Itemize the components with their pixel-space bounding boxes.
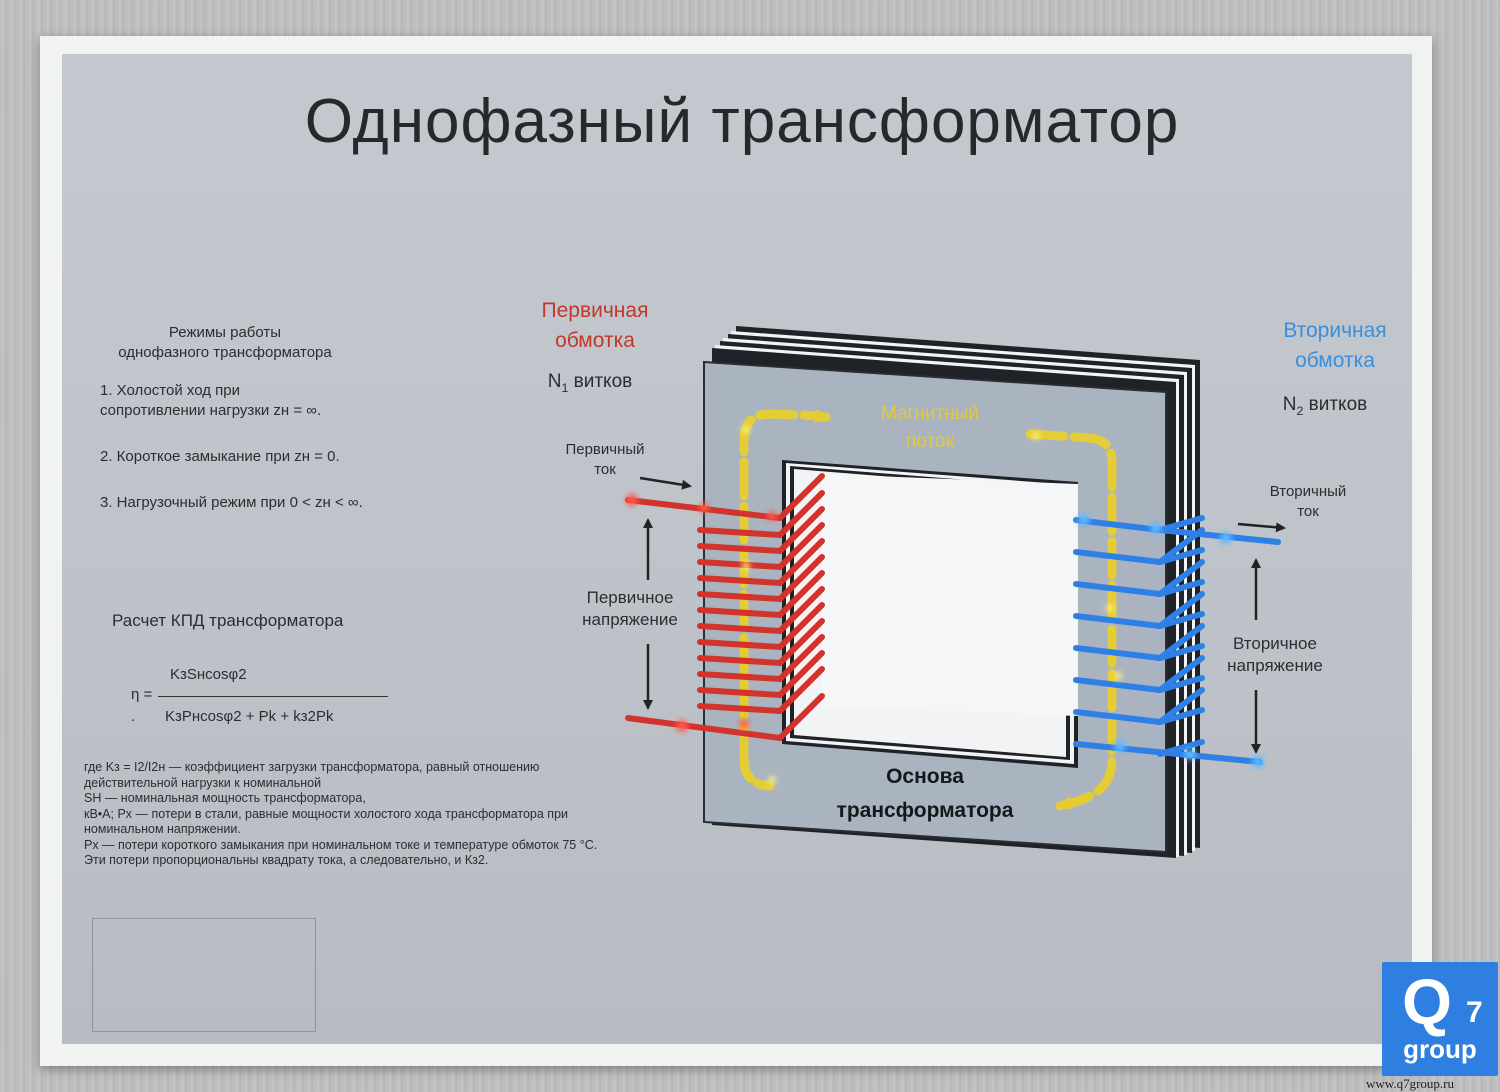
core-window <box>782 460 1078 768</box>
note-line: номинальном напряжении. <box>84 822 241 836</box>
magnetic-flux-label: Магнитный поток <box>880 403 980 452</box>
magnetic-flux-path <box>739 409 1117 811</box>
modes-heading: Режимы работы однофазного трансформатора <box>118 324 332 361</box>
secondary-current-label: Вторичный ток <box>1269 483 1347 520</box>
note-line: SH — номинальная мощность трансформатора… <box>84 791 366 805</box>
efficiency-dot: . <box>131 708 136 725</box>
page-title: Однофазный трансформатор <box>304 87 1180 156</box>
operating-modes: Режимы работы однофазного трансформатора… <box>100 323 420 539</box>
note-line: где Kз = I2/I2н — коэффициент загрузки т… <box>84 760 540 774</box>
note-line: Рх — потери короткого замыкания при номи… <box>84 837 598 852</box>
primary-winding <box>625 473 825 741</box>
empty-panel <box>92 918 316 1032</box>
watermark-url: www.q7group.ru <box>1366 1076 1454 1091</box>
note-line: Эти потери пропорциональны квадрату тока… <box>84 853 489 867</box>
primary-turns: N1 витков <box>547 371 633 395</box>
arrows <box>639 476 1286 754</box>
efficiency-numerator: KзSнcosφ2 <box>170 666 247 683</box>
note-line: действительной нагрузки к номинальной <box>84 775 322 790</box>
led-lights <box>626 426 1264 784</box>
primary-current-label: Первичный ток <box>565 441 645 478</box>
efficiency-denominator: KзPнcosφ2 + Pk + kз2Pk <box>165 708 334 725</box>
q7-logo: Q 7 group <box>1382 962 1498 1076</box>
fraction-line <box>158 696 388 697</box>
core-label: Основа трансформатора <box>836 765 1014 822</box>
secondary-turns: N2 витков <box>1282 394 1368 418</box>
secondary-winding-label: Вторичная обмотка <box>1283 319 1387 372</box>
efficiency-eta: η = <box>131 686 153 703</box>
mode-item-2: 2. Короткое замыкание при zн = 0. <box>100 448 340 465</box>
note-line: кВ•А; Рх — потери в стали, равные мощнос… <box>84 806 569 821</box>
efficiency-title: Расчет КПД трансформатора <box>112 611 344 630</box>
primary-winding-label: Первичная обмотка <box>541 299 649 352</box>
efficiency-notes: где Kз = I2/I2н — коэффициент загрузки т… <box>84 760 684 869</box>
secondary-voltage-label: Вторичное напряжение <box>1227 634 1323 675</box>
mode-item-3: 3. Нагрузочный режим при 0 < zн < ∞. <box>100 494 363 511</box>
primary-voltage-label: Первичное напряжение <box>582 588 678 629</box>
mode-item-1: 1. Холостой ход при сопротивлении нагруз… <box>100 382 322 419</box>
secondary-winding <box>1073 515 1281 765</box>
